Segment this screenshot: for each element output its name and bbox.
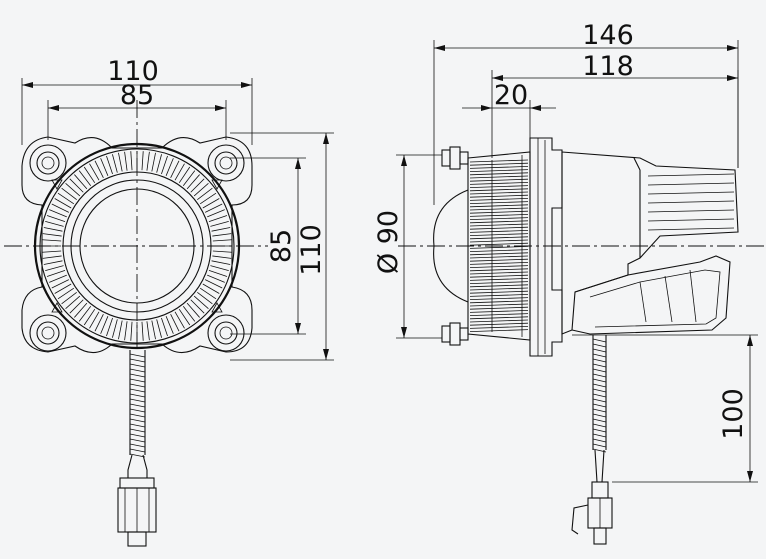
dim-width-inner: 85 xyxy=(47,80,227,140)
heat-sink-fins xyxy=(42,151,232,341)
housing-ring-2 xyxy=(39,148,235,344)
dim-height-outer-label: 110 xyxy=(296,224,327,276)
front-cable xyxy=(117,350,157,547)
dim-length-body-label: 118 xyxy=(582,51,634,82)
dim-height-outer: 110 xyxy=(230,132,334,361)
side-view: 146 118 20 Ø 90 xyxy=(373,20,766,545)
rear-housing-fins xyxy=(647,173,735,231)
mounting-boss-top-right xyxy=(207,144,245,182)
dim-height-inner: 85 xyxy=(230,157,306,335)
dim-height-inner-label: 85 xyxy=(266,229,297,263)
dim-width-outer: 110 xyxy=(21,56,253,145)
rear-housing xyxy=(561,151,739,335)
mount-screw-top xyxy=(441,146,469,170)
side-flange xyxy=(529,137,563,357)
housing-step xyxy=(633,157,641,258)
dim-length-total: 146 xyxy=(433,20,739,205)
dim-width-inner-label: 85 xyxy=(120,80,154,111)
connector-housing xyxy=(571,255,731,335)
dim-lens-offset-label: 20 xyxy=(494,80,528,111)
lens xyxy=(79,188,195,304)
dim-diameter-label: Ø 90 xyxy=(373,210,404,274)
dim-width-outer-label: 110 xyxy=(107,56,159,87)
dim-length-total-label: 146 xyxy=(582,20,634,51)
front-view: 110 85 85 110 xyxy=(4,56,334,547)
mounting-boss-bottom-right xyxy=(207,314,245,352)
dim-diameter: Ø 90 xyxy=(373,154,442,339)
fin-inner-ring xyxy=(62,171,212,321)
dim-cable-label: 100 xyxy=(718,388,749,440)
dim-cable: 100 xyxy=(572,334,758,483)
dim-lens-offset: 20 xyxy=(462,80,556,138)
mount-screw-bottom xyxy=(441,322,469,346)
side-cable xyxy=(571,335,613,545)
side-heat-sink-fins xyxy=(469,159,529,332)
mounting-boss-bottom-left xyxy=(29,314,67,352)
housing-outer-ring xyxy=(33,142,241,350)
mounting-boss-top-left xyxy=(29,144,67,182)
lens-bezel-ring xyxy=(70,179,204,313)
lens-dome xyxy=(433,189,469,303)
dim-length-body: 118 xyxy=(491,51,739,168)
